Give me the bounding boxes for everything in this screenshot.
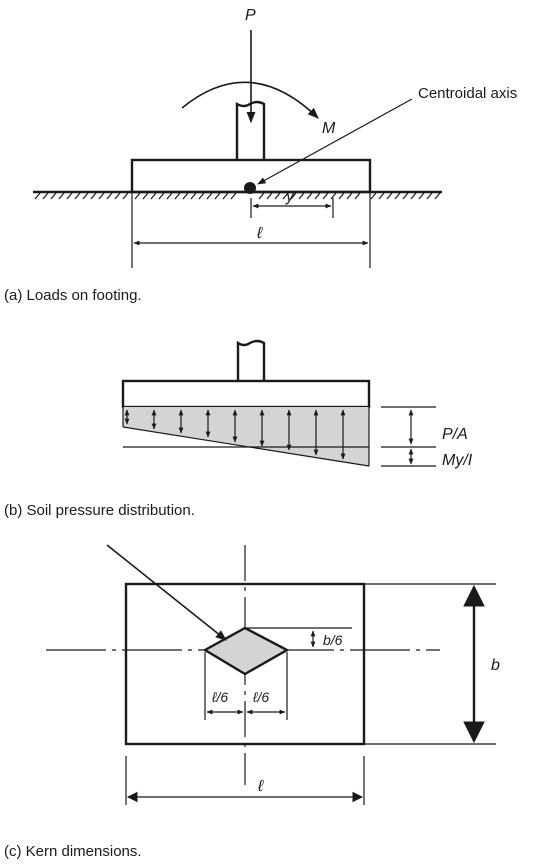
column-stub — [235, 100, 266, 160]
myi-label: My/I — [442, 452, 473, 469]
l6-right-label: ℓ/6 — [252, 689, 269, 705]
pressure-diagram-fill — [123, 407, 369, 466]
length-l-label: ℓ — [256, 225, 263, 242]
footing-slab-b — [121, 379, 371, 409]
kern-leader-arrow — [106, 544, 227, 641]
pa-label: P/A — [442, 426, 468, 443]
centroidal-axis-leader — [257, 98, 413, 185]
moment-m-label: M — [322, 120, 336, 137]
panel-c-caption: (c) Kern dimensions. — [4, 843, 142, 860]
panel-a-caption: (a) Loads on footing. — [4, 287, 142, 304]
b-label: b — [491, 657, 500, 674]
column-stub-b — [236, 339, 266, 381]
panel-a-loads-on-footing: P M Centroidal axis y ℓ (a) Loads on foo… — [4, 7, 517, 304]
panel-b-caption: (b) Soil pressure distribution. — [4, 502, 195, 519]
load-p-label: P — [245, 7, 256, 24]
offset-y-label: y — [285, 188, 295, 205]
panel-c-kern-dimensions: b/6 ℓ/6 ℓ/6 b ℓ (c) Kern dimensions. — [4, 544, 500, 860]
pressure-arrows — [124, 409, 346, 460]
ground-hatching — [34, 192, 441, 200]
kern-diamond — [202, 626, 290, 676]
moment-m-arc — [181, 81, 319, 119]
centroidal-axis-label: Centroidal axis — [418, 85, 517, 102]
l-label: ℓ — [257, 778, 264, 795]
l6-left-label: ℓ/6 — [211, 689, 228, 705]
centroid-dot — [244, 182, 256, 194]
b6-label: b/6 — [323, 632, 343, 648]
panel-b-soil-pressure: P/A My/I (b) Soil pressure distribution. — [4, 339, 473, 519]
